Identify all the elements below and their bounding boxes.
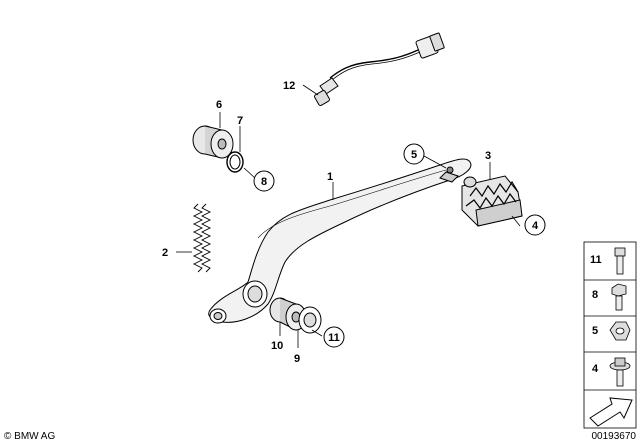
brake-pedal-step	[461, 175, 523, 227]
diagram-number: 00193670	[591, 431, 637, 442]
callout-12: 12	[283, 80, 295, 92]
arrow-icon	[589, 397, 633, 427]
callout-11-circle: 11	[323, 326, 345, 348]
callout-5-circle: 5	[403, 143, 425, 165]
brake-light-switch-sensor	[314, 32, 445, 106]
callout-9: 9	[294, 353, 300, 365]
pivot-bushing-parts	[269, 297, 322, 334]
legend-label-5: 5	[592, 325, 598, 337]
return-spring	[192, 203, 212, 273]
callout-4-circle: 4	[524, 214, 546, 236]
callout-3: 3	[485, 150, 491, 162]
callout-11: 11	[328, 332, 340, 344]
legend-label-11: 11	[590, 254, 602, 266]
callout-1: 1	[327, 171, 333, 183]
callout-7: 7	[237, 115, 243, 127]
callout-8-circle: 8	[253, 170, 275, 192]
callout-8: 8	[261, 176, 267, 188]
hex-nut-icon	[609, 321, 631, 341]
brake-pedal-lever	[208, 158, 472, 324]
legend-label-8: 8	[592, 289, 598, 301]
callout-2: 2	[162, 247, 168, 259]
callout-4: 4	[532, 220, 539, 232]
legend-label-4: 4	[592, 363, 599, 375]
bushing-assembly	[192, 125, 244, 173]
allen-bolt-icon	[614, 247, 626, 275]
callout-10: 10	[271, 340, 283, 352]
fastener-legend: 11 8 5 4	[583, 241, 637, 429]
copyright-text: © BMW AG	[4, 431, 56, 442]
flange-bolt-icon	[609, 357, 631, 387]
callout-6: 6	[216, 99, 222, 111]
hex-bolt-icon	[611, 283, 627, 311]
leader-lines	[176, 84, 521, 348]
callout-5: 5	[411, 149, 417, 161]
